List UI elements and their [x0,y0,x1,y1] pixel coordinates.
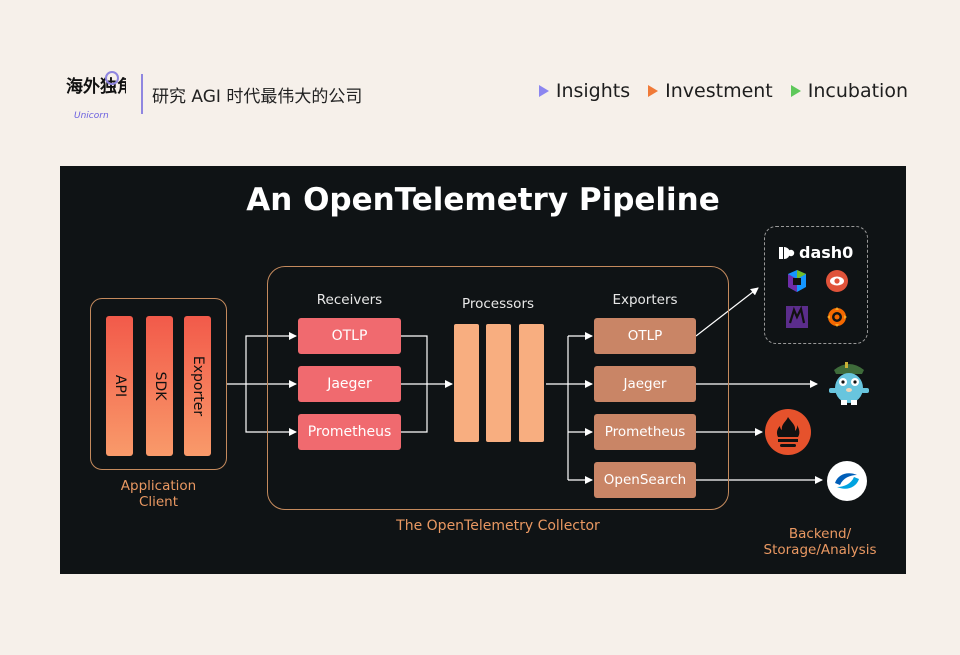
nav-insights-label: Insights [555,80,631,102]
exporters-title: Exporters [612,292,678,308]
processor-3 [519,324,544,442]
exporter-prometheus: Prometheus [594,414,696,450]
gopher-icon [824,360,874,406]
triangle-icon [538,85,549,97]
layer-exporter: Exporter [184,316,211,456]
backend-group: dash0 [764,226,868,344]
backend-label: Backend/ Storage/Analysis [750,526,890,558]
header-divider [141,74,143,114]
jaeger-icon [785,305,809,329]
exporter-opensearch: OpenSearch [594,462,696,498]
layer-sdk: SDK [146,316,173,456]
tagline: 研究 AGI 时代最伟大的公司 [152,87,363,107]
nav-incubation[interactable]: Incubation [790,80,908,102]
triangle-icon [790,85,801,97]
pipeline-diagram: An OpenTelemetry Pipeline API SDK Export… [60,166,906,574]
triangle-icon [648,85,659,97]
collector-label: The OpenTelemetry Collector [396,518,600,534]
dynatrace-icon [785,269,809,293]
logo-sub: Unicorn [74,111,109,121]
nav-investment[interactable]: Investment [648,80,773,102]
application-client-box [90,298,227,470]
nav-investment-label: Investment [665,80,773,102]
app-label-line1: Application [120,478,197,494]
exporter-otlp: OTLP [594,318,696,354]
eye-icon [825,269,849,293]
nav-incubation-label: Incubation [807,80,908,102]
grafana-icon [825,305,849,329]
receiver-jaeger: Jaeger [298,366,401,402]
brand-logo[interactable]: 海外独角兽 Unicorn [64,70,151,122]
processors-title: Processors [461,296,535,312]
receiver-prometheus: Prometheus [298,414,401,450]
opensearch-icon [826,460,868,502]
collector-box [267,266,729,510]
diagram-title: An OpenTelemetry Pipeline [246,182,720,218]
exporter-jaeger: Jaeger [594,366,696,402]
connector-lines [227,287,823,484]
top-nav: Insights Investment Incubation [529,80,908,102]
application-client-label: Application Client [90,478,227,510]
nav-insights[interactable]: Insights [538,80,631,102]
dash0-mark-icon [779,246,795,259]
app-label-line2: Client [138,494,179,510]
backend-label-line2: Storage/Analysis [763,542,877,558]
unicorn-logo-icon: 海外独角兽 Unicorn [66,71,151,121]
layer-api: API [106,316,133,456]
layer-exporter-label: Exporter [189,355,206,417]
prometheus-icon [764,408,812,456]
layer-sdk-label: SDK [151,371,168,401]
backend-label-line1: Backend/ [788,526,852,542]
dash0-label: dash0 [799,243,854,262]
dash0-logo: dash0 [779,243,853,262]
layer-api-label: API [111,374,128,398]
receivers-title: Receivers [316,292,383,308]
processor-2 [486,324,511,442]
processor-1 [454,324,479,442]
receiver-otlp: OTLP [298,318,401,354]
